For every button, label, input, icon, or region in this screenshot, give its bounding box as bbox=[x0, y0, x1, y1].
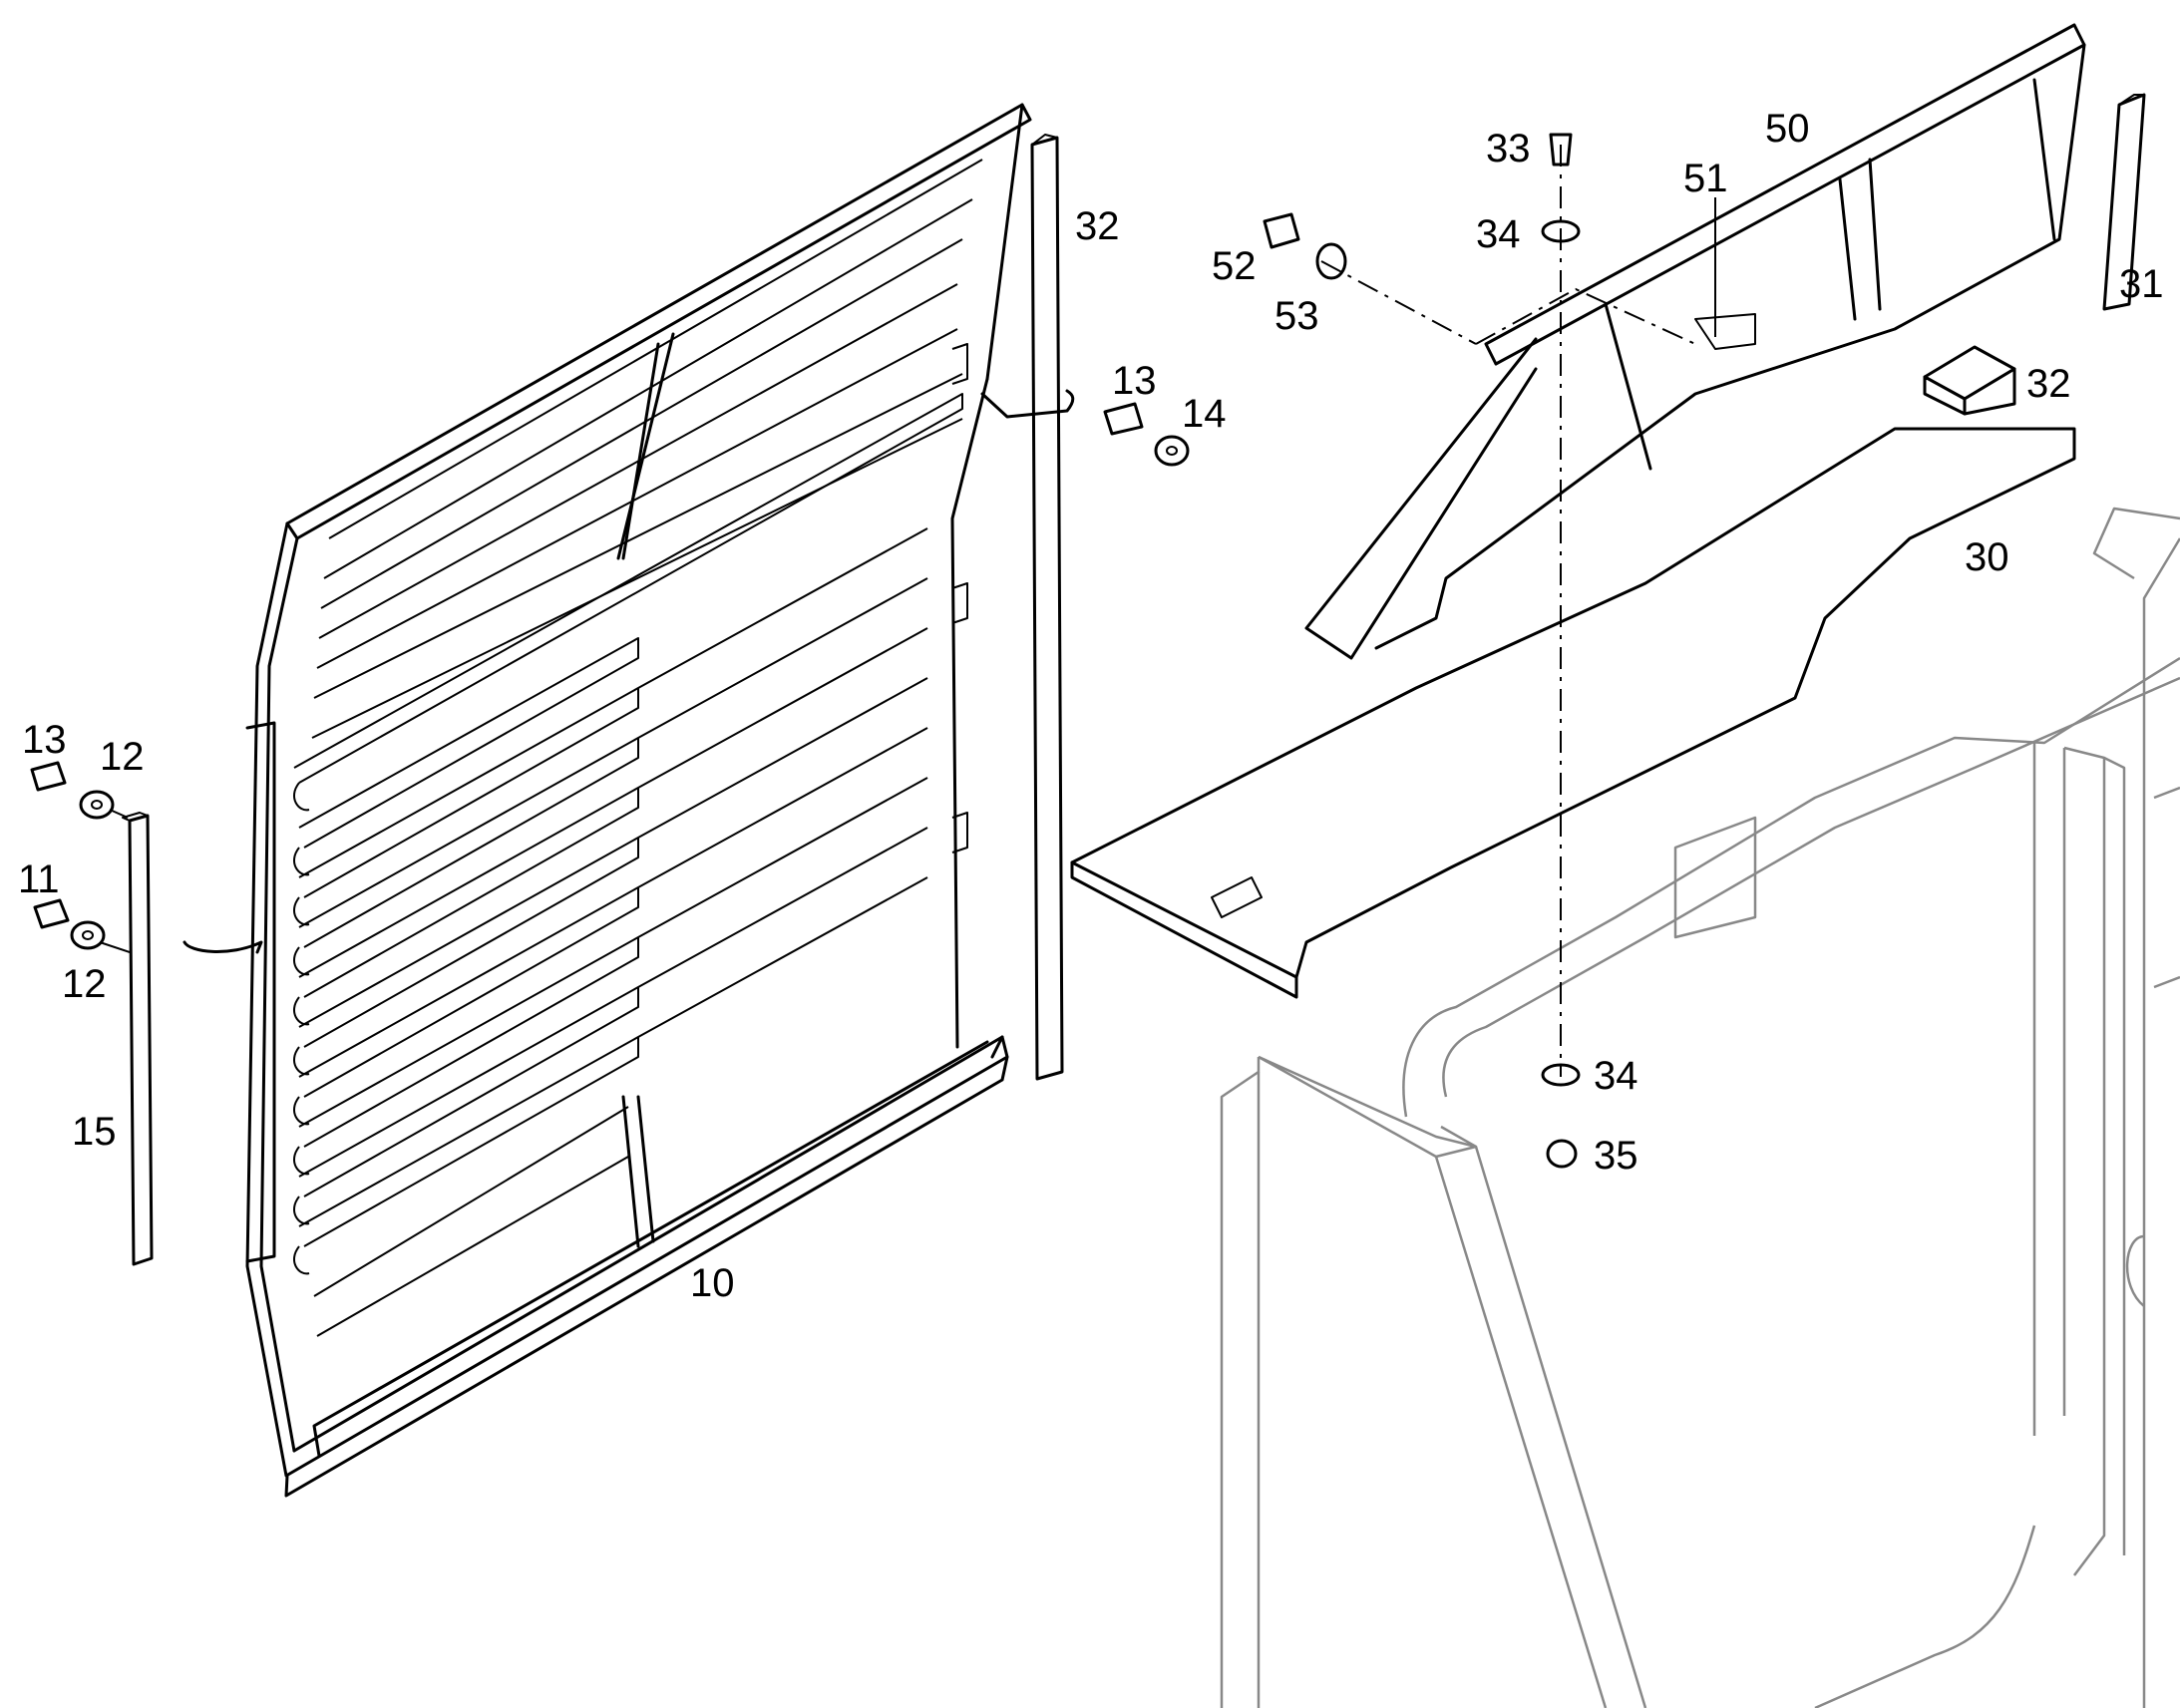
callout-14: 14 bbox=[1182, 392, 1227, 436]
washer-14 bbox=[1154, 435, 1190, 467]
pointer-arrow-right bbox=[980, 389, 1075, 419]
pointer-arrow-left bbox=[182, 940, 263, 954]
bolt-11 bbox=[33, 898, 70, 929]
callout-34-upper: 34 bbox=[1476, 212, 1521, 256]
callout-12-upper: 12 bbox=[100, 735, 145, 779]
washer-12-upper bbox=[79, 790, 115, 820]
callout-11: 11 bbox=[18, 857, 60, 901]
radiator-frame bbox=[1220, 507, 2180, 1708]
seal-block-32 bbox=[1923, 345, 2016, 416]
bolt-33 bbox=[1549, 133, 1573, 167]
centerline-53 bbox=[1320, 260, 1477, 345]
callout-labels: 10 11 12 12 13 13 14 15 30 31 32 32 33 3… bbox=[18, 107, 2164, 1305]
callout-13-right: 13 bbox=[1112, 359, 1157, 403]
callout-33: 33 bbox=[1486, 127, 1531, 171]
callout-52: 52 bbox=[1212, 244, 1257, 288]
callout-32-right: 32 bbox=[2026, 362, 2071, 406]
callout-13-left: 13 bbox=[22, 718, 67, 762]
callout-51: 51 bbox=[1683, 157, 1728, 200]
bolt-13-right bbox=[1103, 402, 1144, 436]
bolt-52 bbox=[1263, 212, 1300, 249]
seal-strip-vertical bbox=[1030, 134, 1064, 1081]
washer-34-upper bbox=[1541, 219, 1581, 243]
callout-15: 15 bbox=[72, 1110, 117, 1154]
washer-12-lower bbox=[70, 920, 106, 950]
seal-strip-31 bbox=[2102, 93, 2146, 311]
top-cover-channel bbox=[1304, 23, 2086, 660]
bolt-13-left bbox=[30, 761, 67, 792]
callout-10: 10 bbox=[690, 1261, 735, 1305]
washer-53 bbox=[1315, 242, 1347, 280]
callout-30: 30 bbox=[1965, 535, 2009, 579]
nut-35 bbox=[1546, 1139, 1578, 1169]
washer-34-lower bbox=[1541, 1063, 1581, 1087]
callout-53: 53 bbox=[1274, 294, 1319, 338]
callout-50: 50 bbox=[1765, 107, 1810, 151]
callout-34-lower: 34 bbox=[1594, 1054, 1638, 1098]
mounting-strip bbox=[122, 812, 154, 1266]
louver-grille-panel bbox=[245, 103, 1032, 1498]
callout-31: 31 bbox=[2119, 262, 2164, 306]
base-plate bbox=[1070, 427, 2076, 999]
centerline-51 bbox=[1475, 287, 1696, 345]
callout-35: 35 bbox=[1594, 1134, 1638, 1178]
callout-32-left: 32 bbox=[1075, 204, 1120, 248]
callout-12-lower: 12 bbox=[62, 962, 107, 1006]
